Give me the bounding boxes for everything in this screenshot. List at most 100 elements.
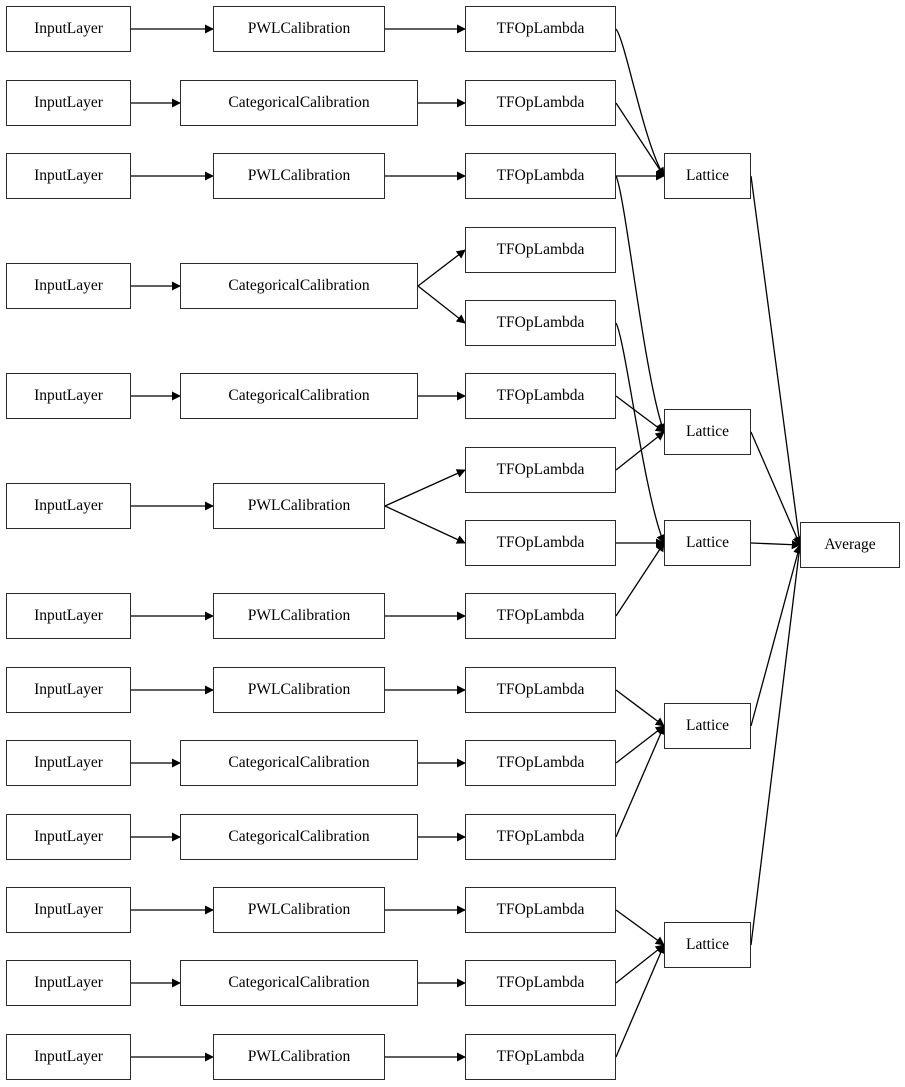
node-tfoplambda-op11[interactable]: TFOpLambda <box>465 740 616 786</box>
node-categoricalcalibration-cal4[interactable]: CategoricalCalibration <box>180 263 418 309</box>
node-tfoplambda-op12[interactable]: TFOpLambda <box>465 814 616 860</box>
node-label: TFOpLambda <box>496 387 585 405</box>
node-inputlayer-in7[interactable]: InputLayer <box>6 593 131 639</box>
node-inputlayer-in2[interactable]: InputLayer <box>6 80 131 126</box>
node-label: PWLCalibration <box>247 901 351 919</box>
node-label: TFOpLambda <box>496 901 585 919</box>
edge-op15-to-lat5 <box>615 944 665 1058</box>
node-lattice-lat4[interactable]: Lattice <box>664 703 751 749</box>
edge-op10-to-lat4 <box>615 689 665 727</box>
node-tfoplambda-op3[interactable]: TFOpLambda <box>465 153 616 199</box>
node-lattice-lat3[interactable]: Lattice <box>664 520 751 566</box>
edge-lat1-to-avg <box>750 175 804 546</box>
node-tfoplambda-op4[interactable]: TFOpLambda <box>465 227 616 273</box>
node-tfoplambda-op1[interactable]: TFOpLambda <box>465 6 616 52</box>
node-categoricalcalibration-cal9[interactable]: CategoricalCalibration <box>180 740 418 786</box>
node-label: InputLayer <box>34 167 103 185</box>
edge-op14-to-lat5 <box>615 944 665 984</box>
node-label: Lattice <box>685 717 730 735</box>
node-tfoplambda-op15[interactable]: TFOpLambda <box>465 1034 616 1080</box>
node-label: InputLayer <box>34 94 103 112</box>
node-tfoplambda-op9[interactable]: TFOpLambda <box>465 593 616 639</box>
node-tfoplambda-op13[interactable]: TFOpLambda <box>465 887 616 933</box>
node-inputlayer-in12[interactable]: InputLayer <box>6 960 131 1006</box>
node-pwlcalibration-cal1[interactable]: PWLCalibration <box>213 6 385 52</box>
edge-op13-to-lat5 <box>615 909 665 946</box>
node-tfoplambda-op5[interactable]: TFOpLambda <box>465 300 616 346</box>
edge-op9-to-lat3 <box>615 542 665 617</box>
node-lattice-lat5[interactable]: Lattice <box>664 922 751 968</box>
node-inputlayer-in9[interactable]: InputLayer <box>6 740 131 786</box>
node-inputlayer-in8[interactable]: InputLayer <box>6 667 131 713</box>
node-average-avg[interactable]: Average <box>800 522 900 568</box>
node-label: TFOpLambda <box>496 754 585 772</box>
node-pwlcalibration-cal11[interactable]: PWLCalibration <box>213 887 385 933</box>
node-label: CategoricalCalibration <box>228 387 370 405</box>
edge-op12-to-lat4 <box>615 725 665 838</box>
node-label: InputLayer <box>34 828 103 846</box>
node-label: InputLayer <box>34 754 103 772</box>
node-label: InputLayer <box>34 497 103 515</box>
node-categoricalcalibration-cal10[interactable]: CategoricalCalibration <box>180 814 418 860</box>
node-label: TFOpLambda <box>496 94 585 112</box>
node-label: TFOpLambda <box>496 461 585 479</box>
edge-cal6-to-op7 <box>384 469 466 507</box>
edge-cal4-to-op4 <box>417 249 466 287</box>
node-tfoplambda-op2[interactable]: TFOpLambda <box>465 80 616 126</box>
edge-lat4-to-avg <box>750 544 803 727</box>
node-label: PWLCalibration <box>247 1048 351 1066</box>
node-inputlayer-in13[interactable]: InputLayer <box>6 1034 131 1080</box>
node-label: Lattice <box>685 167 730 185</box>
node-label: InputLayer <box>34 1048 103 1066</box>
node-label: CategoricalCalibration <box>228 828 370 846</box>
node-tfoplambda-op10[interactable]: TFOpLambda <box>465 667 616 713</box>
node-categoricalcalibration-cal2[interactable]: CategoricalCalibration <box>180 80 418 126</box>
node-label: InputLayer <box>34 901 103 919</box>
node-pwlcalibration-cal8[interactable]: PWLCalibration <box>213 667 385 713</box>
node-pwlcalibration-cal6[interactable]: PWLCalibration <box>213 483 385 529</box>
edge-lat5-to-avg <box>750 544 804 946</box>
node-inputlayer-in3[interactable]: InputLayer <box>6 153 131 199</box>
node-tfoplambda-op8[interactable]: TFOpLambda <box>465 520 616 566</box>
node-pwlcalibration-cal3[interactable]: PWLCalibration <box>213 153 385 199</box>
node-inputlayer-in5[interactable]: InputLayer <box>6 373 131 419</box>
node-label: TFOpLambda <box>496 167 585 185</box>
node-inputlayer-in4[interactable]: InputLayer <box>6 263 131 309</box>
node-label: InputLayer <box>34 20 103 38</box>
node-label: PWLCalibration <box>247 497 351 515</box>
node-categoricalcalibration-cal12[interactable]: CategoricalCalibration <box>180 960 418 1006</box>
node-inputlayer-in11[interactable]: InputLayer <box>6 887 131 933</box>
node-label: CategoricalCalibration <box>228 94 370 112</box>
edge-cal4-to-op5 <box>417 285 466 324</box>
node-label: Lattice <box>685 936 730 954</box>
node-label: TFOpLambda <box>496 607 585 625</box>
edge-op5-to-lat3 <box>615 322 666 544</box>
node-tfoplambda-op6[interactable]: TFOpLambda <box>465 373 616 419</box>
node-label: PWLCalibration <box>247 681 351 699</box>
node-tfoplambda-op14[interactable]: TFOpLambda <box>465 960 616 1006</box>
edge-cal6-to-op8 <box>384 505 466 544</box>
node-lattice-lat1[interactable]: Lattice <box>664 153 751 199</box>
node-label: TFOpLambda <box>496 1048 585 1066</box>
node-label: InputLayer <box>34 387 103 405</box>
node-categoricalcalibration-cal5[interactable]: CategoricalCalibration <box>180 373 418 419</box>
edge-op11-to-lat4 <box>615 725 665 764</box>
node-label: TFOpLambda <box>496 974 585 992</box>
node-label: PWLCalibration <box>247 607 351 625</box>
node-inputlayer-in1[interactable]: InputLayer <box>6 6 131 52</box>
node-label: Average <box>824 536 876 554</box>
node-tfoplambda-op7[interactable]: TFOpLambda <box>465 447 616 493</box>
edge-op7-to-lat2 <box>615 431 665 471</box>
node-pwlcalibration-cal7[interactable]: PWLCalibration <box>213 593 385 639</box>
node-label: TFOpLambda <box>496 681 585 699</box>
edge-op3-to-lat2 <box>615 175 666 433</box>
node-label: TFOpLambda <box>496 534 585 552</box>
node-label: TFOpLambda <box>496 241 585 259</box>
node-pwlcalibration-cal13[interactable]: PWLCalibration <box>213 1034 385 1080</box>
node-label: TFOpLambda <box>496 828 585 846</box>
node-inputlayer-in10[interactable]: InputLayer <box>6 814 131 860</box>
node-inputlayer-in6[interactable]: InputLayer <box>6 483 131 529</box>
node-lattice-lat2[interactable]: Lattice <box>664 409 751 455</box>
edge-op2-to-lat1 <box>615 102 665 177</box>
